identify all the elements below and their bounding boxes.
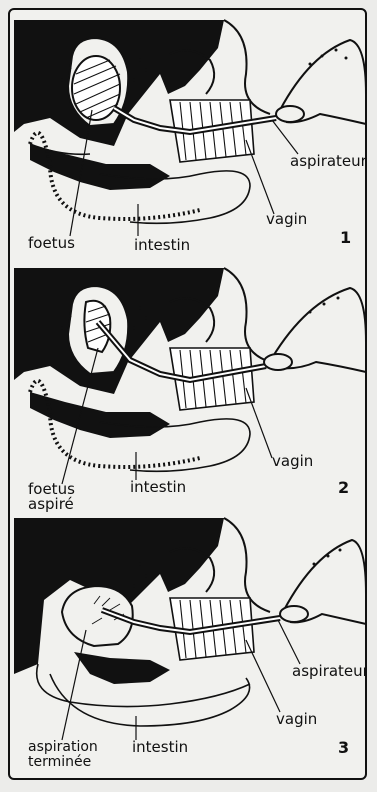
panel-number: 2 — [338, 480, 349, 495]
label-vagin: vagin — [276, 712, 317, 727]
label-foetus-line2: aspiré — [28, 497, 118, 512]
label-foetus-aspire: foetus aspiré — [28, 482, 118, 512]
panel-1: aspirateur vagin foetus intestin 1 — [10, 14, 367, 264]
label-aspirateur: aspirateur — [292, 664, 367, 679]
label-aspirateur: aspirateur — [290, 154, 367, 169]
panel-number: 3 — [338, 740, 349, 755]
panel-3: aspirateur vagin aspiration terminée int… — [10, 514, 367, 778]
label-vagin: vagin — [266, 212, 307, 227]
panel-1-illustration — [10, 14, 367, 264]
label-vagin: vagin — [272, 454, 313, 469]
label-intestin: intestin — [134, 238, 190, 253]
label-intestin: intestin — [132, 740, 188, 755]
label-aspiration-line1: aspiration — [28, 740, 118, 755]
panel-2: vagin foetus aspiré intestin 2 — [10, 262, 367, 514]
label-foetus: foetus — [28, 236, 75, 251]
panel-number: 1 — [340, 230, 351, 245]
label-aspiration-line2: terminée — [28, 755, 118, 770]
label-aspiration-terminee: aspiration terminée — [28, 740, 118, 770]
panel-2-illustration — [10, 262, 367, 514]
label-intestin: intestin — [130, 480, 186, 495]
